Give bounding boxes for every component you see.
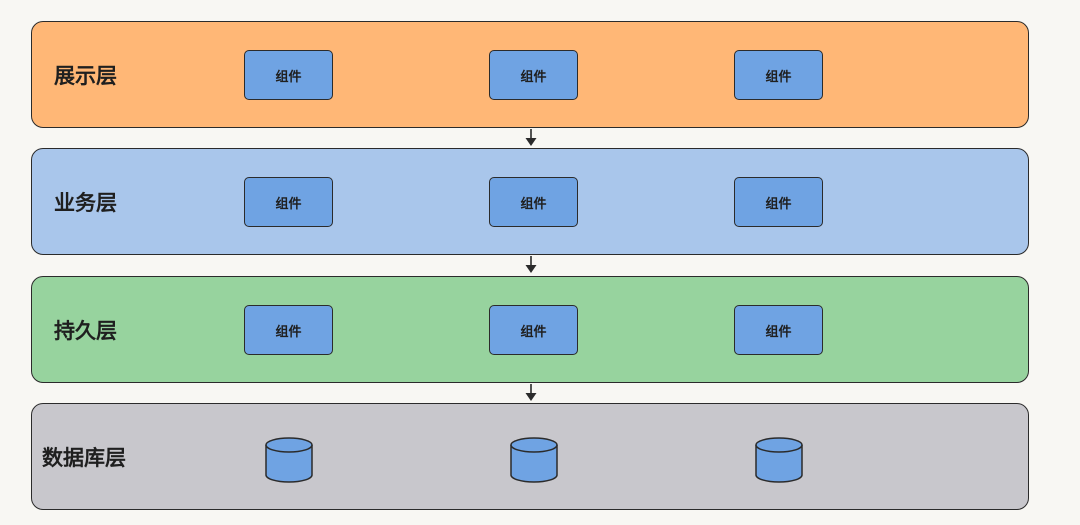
layer-persistence: 持久层 组件 组件 组件 [31,276,1029,383]
arrow-down-icon [525,384,537,401]
layer-business: 业务层 组件 组件 组件 [31,148,1029,255]
database-icon [510,437,558,483]
component-box: 组件 [489,50,578,100]
component-box: 组件 [244,177,333,227]
layer-label: 业务层 [54,190,117,215]
layer-label: 持久层 [54,318,117,343]
arrow-down-icon [525,129,537,146]
component-box: 组件 [244,305,333,355]
database-icon [755,437,803,483]
layer-label: 数据库层 [42,445,126,470]
component-box: 组件 [734,50,823,100]
component-box: 组件 [244,50,333,100]
component-box: 组件 [734,177,823,227]
layer-presentation: 展示层 组件 组件 组件 [31,21,1029,128]
layer-database: 数据库层 [31,403,1029,510]
arrow-down-icon [525,256,537,273]
component-box: 组件 [734,305,823,355]
component-box: 组件 [489,177,578,227]
component-box: 组件 [489,305,578,355]
database-icon [265,437,313,483]
layer-label: 展示层 [54,63,117,88]
